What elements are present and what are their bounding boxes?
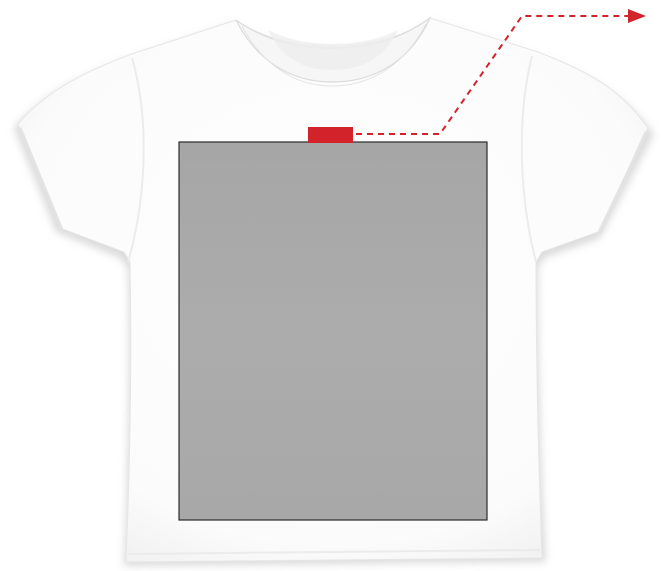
label-tag[interactable] <box>308 127 353 143</box>
arrow-right-icon <box>628 9 646 23</box>
print-area[interactable] <box>179 142 487 520</box>
